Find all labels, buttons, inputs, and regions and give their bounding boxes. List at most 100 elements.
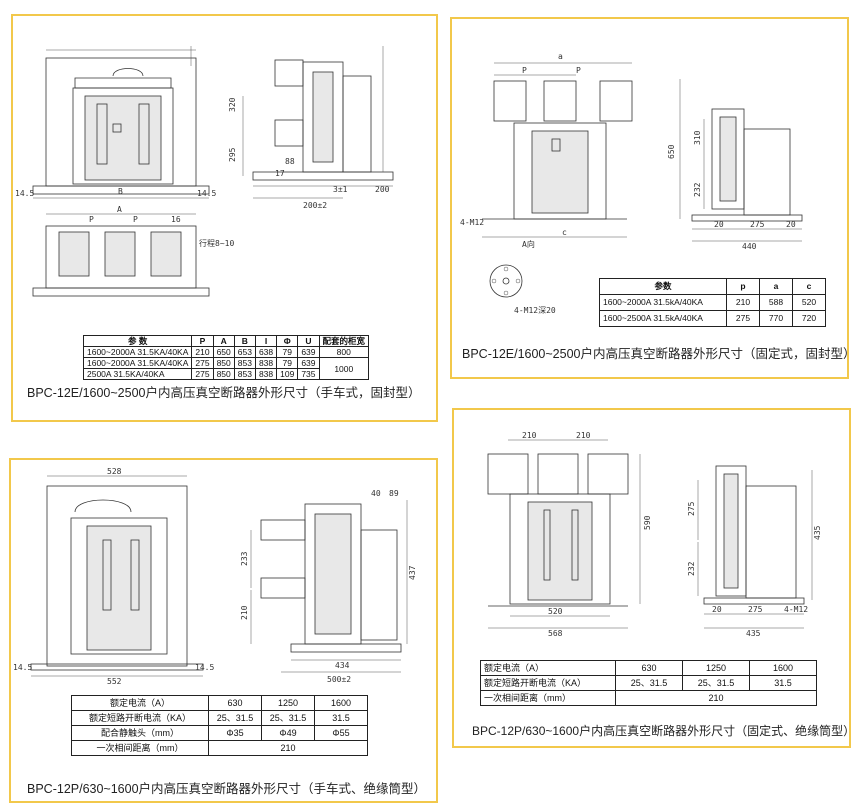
br-r2-c1: 210 [615, 690, 817, 706]
tl-r2-c6: 735 [297, 368, 320, 380]
tl-h-i: I [254, 335, 278, 347]
tl-h-a: A [212, 335, 235, 347]
bl-r3-c1: 210 [208, 740, 368, 756]
tl-r1-c1: 275 [191, 357, 214, 369]
tl-r2-c3: 853 [233, 368, 256, 380]
br-r1-c3: 31.5 [749, 675, 817, 691]
dim-br-20: 20 [712, 605, 722, 614]
dim-tl-17: 17 [275, 169, 285, 178]
tl-r0-c5: 79 [276, 346, 299, 358]
panel-handcart-insulated: 528 14.5 552 14.5 40 89 434 500±2 233 21… [9, 458, 438, 803]
bl-r2-c1: Φ35 [208, 725, 262, 741]
dim-tr-20a: 20 [714, 220, 724, 229]
tl-r2-c0: 2500A 31.5KA/40KA [82, 368, 193, 380]
panel-fixed-insulated: 210 210 520 568 590 275 232 435 20 275 4… [452, 408, 855, 748]
tr-r0-c0: 1600~2000A 31.5kA/40KA [599, 294, 727, 311]
bl-r1-c0: 额定短路开断电流（KA） [71, 710, 209, 726]
tl-r0-c2: 650 [212, 346, 235, 358]
dim-bl-233: 233 [240, 551, 249, 566]
tl-r1-c2: 850 [212, 357, 235, 369]
tl-r1-c6: 639 [297, 357, 320, 369]
dim-br-435v: 435 [813, 525, 822, 540]
bl-r1-c1: 25、31.5 [208, 710, 262, 726]
dim-tl-200: 200 [375, 185, 390, 194]
spec-table-tr: 参数 p a c 1600~2000A 31.5kA/40KA 210 588 … [599, 278, 826, 327]
dim-tl-P2: P [133, 215, 138, 224]
tr-r1-c2: 770 [759, 310, 793, 327]
dim-tl-320: 320 [228, 97, 237, 112]
dim-br-275h: 275 [748, 605, 763, 614]
tr-r0-c2: 588 [759, 294, 793, 311]
bl-r0-c3: 1600 [314, 695, 368, 711]
bl-r0-c2: 1250 [261, 695, 315, 711]
tl-r0-c3: 653 [233, 346, 256, 358]
drawing-tr-aview-detail: 4-M12深20 [489, 264, 556, 315]
tr-r1-c0: 1600~2500A 31.5kA/40KA [599, 310, 727, 327]
dim-bl-210: 210 [240, 605, 249, 620]
br-r0-c0: 额定电流（A） [480, 660, 616, 676]
dim-tr-440: 440 [742, 242, 757, 251]
tr-h-a: a [759, 278, 793, 295]
tl-r1-c5: 79 [276, 357, 299, 369]
dim-tl-145a: 14.5 [15, 189, 34, 198]
dim-bl-528: 528 [107, 467, 122, 476]
tl-r1-c0: 1600~2000A 31.5KA/40KA [82, 357, 193, 369]
dim-bl-145a: 14.5 [13, 663, 32, 672]
br-r0-c1: 630 [615, 660, 683, 676]
tl-r0-c6: 639 [297, 346, 320, 358]
dim-tr-650: 650 [667, 144, 676, 159]
dim-tr-20b: 20 [786, 220, 796, 229]
dim-br-210a: 210 [522, 431, 537, 440]
tl-h-u: U [297, 335, 320, 347]
tr-r1-c3: 720 [792, 310, 826, 327]
dim-tr-4m12-depth: 4-M12深20 [514, 306, 556, 315]
caption-tl: BPC-12E/1600~2500户内高压真空断路器外形尺寸（手车式，固封型） [27, 386, 421, 400]
drawing-handcart-sealed: B 14.5 14.5 200±2 3±1 200 88 17 320 295 … [15, 46, 394, 297]
dim-br-568: 568 [548, 629, 563, 638]
tr-r1-c1: 275 [726, 310, 760, 327]
tr-r0-c3: 520 [792, 294, 826, 311]
tl-h-cabinet: 配套的柜宽 [318, 335, 370, 347]
drawing-handcart-insulated: 528 14.5 552 14.5 40 89 434 500±2 233 21… [13, 467, 417, 686]
drawing-fixed-insulated: 210 210 520 568 590 275 232 435 20 275 4… [487, 431, 822, 638]
spec-table-bl: 额定电流（A） 630 1250 1600 额定短路开断电流（KA） 25、31… [71, 695, 368, 756]
caption-br: BPC-12P/630~1600户内高压真空断路器外形尺寸（固定式、绝缘筒型） [472, 724, 856, 738]
br-r0-c2: 1250 [682, 660, 750, 676]
tr-h-p: p [726, 278, 760, 295]
dim-tl-A: A [117, 205, 122, 214]
dim-br-520: 520 [548, 607, 563, 616]
dim-bl-437: 437 [408, 565, 417, 580]
tl-r0-c1: 210 [191, 346, 214, 358]
tl-h-b: B [233, 335, 256, 347]
dim-tl-145b: 14.5 [197, 189, 216, 198]
dim-br-210b: 210 [576, 431, 591, 440]
dim-tr-aview: A向 [522, 239, 535, 249]
bl-r1-c2: 25、31.5 [261, 710, 315, 726]
dim-bl-89: 89 [389, 489, 399, 498]
br-r1-c2: 25、31.5 [682, 675, 750, 691]
dim-tl-stroke: 行程8~10 [199, 238, 234, 248]
dim-tl-295: 295 [228, 147, 237, 162]
bl-r0-c0: 额定电流（A） [71, 695, 209, 711]
tl-h-param: 参 数 [82, 335, 193, 347]
tl-r2-c4: 838 [254, 368, 278, 380]
dim-bl-40: 40 [371, 489, 381, 498]
dim-tl-16: 16 [171, 215, 181, 224]
bl-r0-c1: 630 [208, 695, 262, 711]
bl-r2-c2: Φ49 [261, 725, 315, 741]
bl-r2-c3: Φ55 [314, 725, 368, 741]
tl-cabinet-800: 800 [318, 346, 370, 358]
tl-h-p: P [191, 335, 214, 347]
dim-br-275v: 275 [687, 501, 696, 516]
tl-r1-c4: 838 [254, 357, 278, 369]
dim-tr-a: a [558, 52, 563, 61]
br-r1-c1: 25、31.5 [615, 675, 683, 691]
tl-r2-c1: 275 [191, 368, 214, 380]
tl-r0-c4: 638 [254, 346, 278, 358]
dim-tr-p1: P [522, 66, 527, 75]
dim-bl-145b: 14.5 [195, 663, 214, 672]
tl-r2-c5: 109 [276, 368, 299, 380]
dim-bl-500: 500±2 [327, 675, 351, 684]
bl-r1-c3: 31.5 [314, 710, 368, 726]
caption-bl: BPC-12P/630~1600户内高压真空断路器外形尺寸（手车式、绝缘筒型） [27, 782, 427, 796]
